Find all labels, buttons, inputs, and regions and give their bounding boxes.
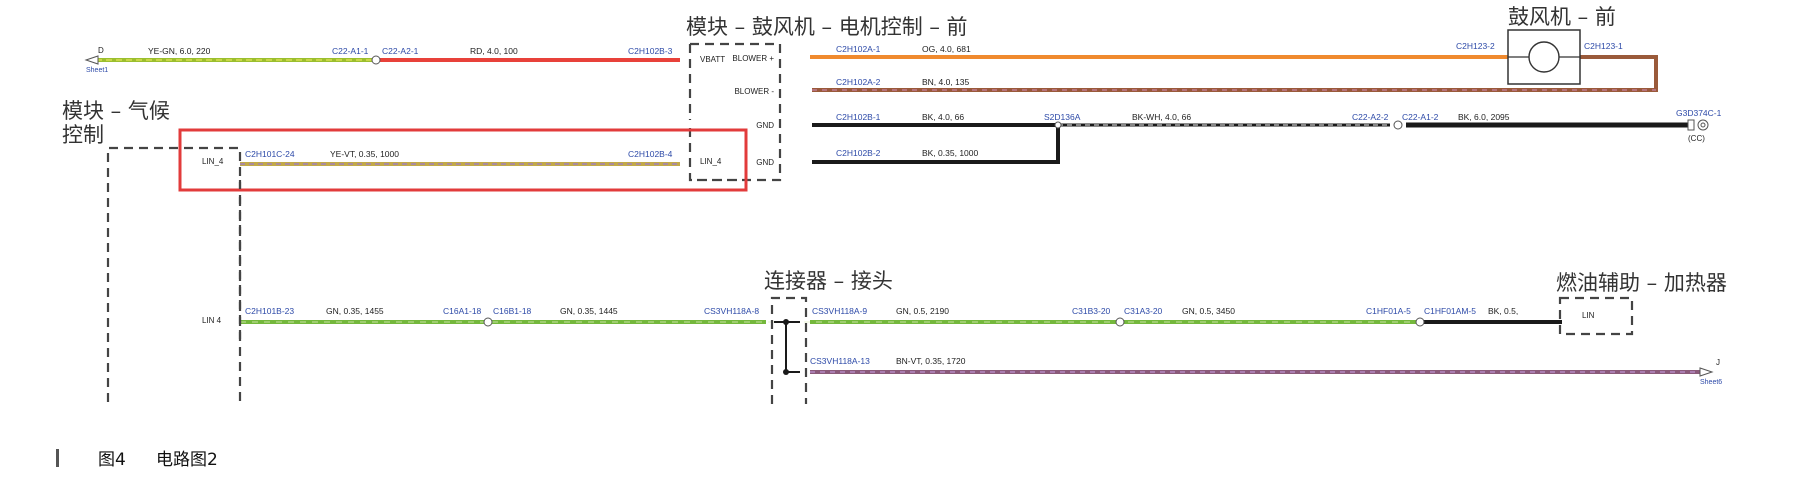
pin-lin4-ctrl: LIN_4	[700, 157, 722, 166]
arrow-sheet1	[84, 55, 99, 65]
cid-cs3vh118a8: CS3VH118A-8	[704, 306, 759, 316]
pin-lin4-lower: LIN 4	[202, 316, 222, 325]
spec-w10: GN, 0.35, 1455	[326, 306, 384, 316]
cid-cs3vh118a13: CS3VH118A-13	[810, 356, 870, 366]
climate-module-box	[106, 146, 242, 402]
spec-w4: BN, 4.0, 135	[922, 77, 970, 87]
cid-c16b118: C16B1-18	[493, 306, 532, 316]
sheet-right-letter: J	[1716, 358, 1720, 367]
cid-c1hf01a5: C1HF01A-5	[1366, 306, 1411, 316]
node-s2d136a	[1054, 121, 1062, 129]
cid-c2h101c24: C2H101C-24	[245, 149, 295, 159]
module-title-heater: 燃油辅助 – 加热器	[1556, 271, 1727, 295]
spec-w15: BN-VT, 0.35, 1720	[896, 356, 966, 366]
node-c22-1	[371, 55, 381, 65]
sheet-left-letter: D	[98, 46, 104, 55]
splice-dot	[783, 319, 789, 325]
spec-w5: BK, 4.0, 66	[922, 112, 964, 122]
cid-c31a320: C31A3-20	[1124, 306, 1163, 316]
pin-lin4-module: LIN_4	[202, 157, 224, 166]
module-title-blower-ctrl: 模块 – 鼓风机 – 电机控制 – 前	[686, 15, 968, 39]
sheet-left-name: Sheet1	[86, 67, 108, 74]
wire-bk-035	[812, 125, 1060, 164]
cid-c2h102a1: C2H102A-1	[836, 44, 881, 54]
heater-box	[1558, 296, 1634, 336]
node-c22-2	[1393, 120, 1403, 130]
cid-c2h123-2: C2H123-2	[1456, 41, 1495, 51]
sheet-right-name: Sheet6	[1700, 379, 1722, 386]
arrow-sheet6	[1699, 367, 1714, 377]
splice-bus	[774, 321, 800, 373]
cid-c22a12: C22-A1-2	[1402, 112, 1439, 122]
cid-c2h102b1: C2H102B-1	[836, 112, 881, 122]
cid-c22a21: C22-A2-1	[382, 46, 419, 56]
cid-cs3vh118a9: CS3VH118A-9	[812, 306, 867, 316]
cid-c2h123-1: C2H123-1	[1584, 41, 1623, 51]
spec-w14: BK, 0.5,	[1488, 306, 1518, 316]
blower-ctrl-module-box	[688, 42, 782, 182]
cid-c2h102b4: C2H102B-4	[628, 149, 673, 159]
module-title-blower-front: 鼓风机 – 前	[1508, 5, 1616, 29]
spec-w7: BK, 6.0, 2095	[1458, 112, 1510, 122]
caption-marker	[56, 449, 59, 467]
pin-vbatt: VBATT	[700, 55, 725, 64]
node-c31	[1115, 317, 1125, 327]
caption-title: 电路图2	[156, 450, 218, 470]
module-title-climate-2: 控制	[62, 123, 104, 147]
cid-c2h102a2: C2H102A-2	[836, 77, 881, 87]
spec-w6: BK-WH, 4.0, 66	[1132, 112, 1191, 122]
spec-w8: BK, 0.35, 1000	[922, 148, 979, 158]
cid-g3d374c1: G3D374C-1	[1676, 108, 1722, 118]
pin-gnd-2: GND	[756, 158, 774, 167]
highlight-box	[178, 128, 748, 192]
spec-w1: YE-GN, 6.0, 220	[148, 46, 211, 56]
cid-c2h101b23: C2H101B-23	[245, 306, 294, 316]
cid-c2h102b2: C2H102B-2	[836, 148, 881, 158]
cid-c16a118: C16A1-18	[443, 306, 482, 316]
module-title-climate-1: 模块 – 气候	[62, 99, 170, 123]
cid-c31b320: C31B3-20	[1072, 306, 1111, 316]
cid-c22a22: C22-A2-2	[1352, 112, 1389, 122]
pin-lin-heater: LIN	[1582, 311, 1595, 320]
spec-w9: YE-VT, 0.35, 1000	[330, 149, 399, 159]
node-c16	[483, 317, 493, 327]
spec-w2: RD, 4.0, 100	[470, 46, 518, 56]
cid-c1hf01am5: C1HF01AM-5	[1424, 306, 1476, 316]
cid-s2d136a: S2D136A	[1044, 112, 1081, 122]
node-c1hf	[1415, 317, 1425, 327]
connector-splice-box	[770, 296, 808, 404]
pin-gnd-1: GND	[756, 121, 774, 130]
cid-c2h102b3: C2H102B-3	[628, 46, 673, 56]
module-title-connector: 连接器 – 接头	[764, 269, 893, 293]
caption-figure: 图4	[98, 450, 126, 470]
motor-icon	[1528, 41, 1560, 73]
ground-terminal	[1687, 119, 1695, 131]
pin-blower-pos: BLOWER +	[732, 54, 774, 63]
cid-c22a11: C22-A1-1	[332, 46, 369, 56]
spec-w3: OG, 4.0, 681	[922, 44, 971, 54]
pin-blower-neg: BLOWER -	[734, 87, 774, 96]
spec-w11: GN, 0.35, 1445	[560, 306, 618, 316]
spec-w12: GN, 0.5, 2190	[896, 306, 949, 316]
spec-w13: GN, 0.5, 3450	[1182, 306, 1235, 316]
ground-ref: (CC)	[1688, 134, 1705, 143]
